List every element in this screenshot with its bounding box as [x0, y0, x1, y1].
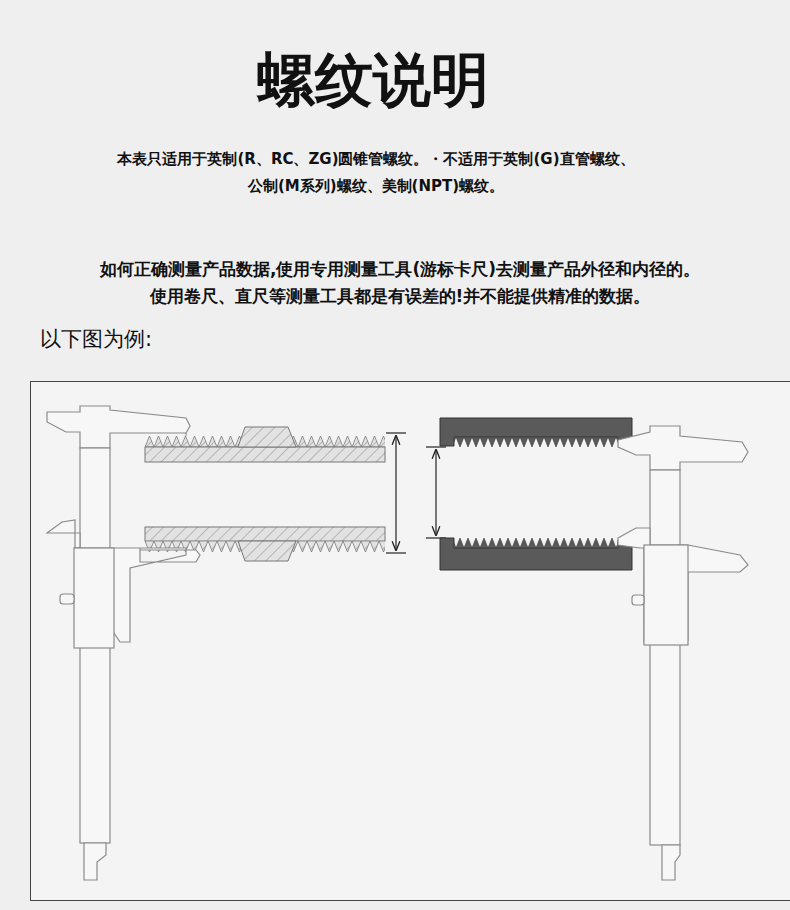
scope-note: 公制(M系列)螺纹、美制(NPT)螺纹。 [248, 177, 504, 197]
measure-note: 使用卷尺、直尺等测量工具都是有误差的!并不能提供精准的数据。 [150, 285, 651, 307]
scope-note: 本表只适用于英制(R、RC、ZG)圆锥管螺纹。・不适用于英制(G)直管螺纹、 [117, 150, 634, 170]
example-heading: 以下图为例: [40, 326, 152, 353]
measure-note: 如何正确测量产品数据,使用专用测量工具(游标卡尺)去测量产品外径和内径的。 [100, 258, 700, 280]
page-title: 螺纹说明 [0, 44, 745, 116]
